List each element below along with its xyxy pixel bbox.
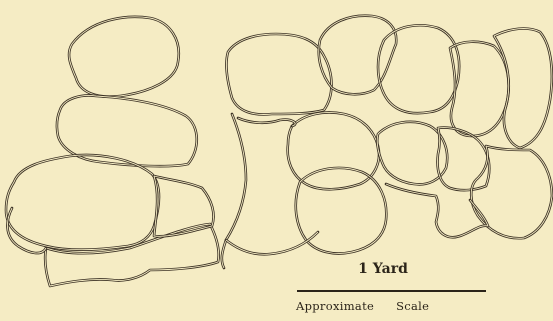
stone-outline xyxy=(386,184,488,237)
stone-outline-highlight xyxy=(378,25,459,113)
stone-outline xyxy=(288,113,379,190)
stone-outline xyxy=(494,29,552,148)
scale-caption-word-approximate: Approximate xyxy=(296,299,374,313)
scale-length-label: 1 Yard xyxy=(342,261,424,277)
stone-outline xyxy=(6,155,159,250)
stone-outline xyxy=(45,224,219,286)
stone-outline xyxy=(154,176,214,236)
stone-outline-highlight xyxy=(69,17,179,97)
stone-outline-highlight xyxy=(6,155,159,250)
stone-outline-highlight xyxy=(494,29,552,148)
scale-caption-word-scale: Scale xyxy=(396,299,429,313)
stone-outline xyxy=(226,34,331,114)
stone-outline xyxy=(438,128,490,191)
stone-outline-highlight xyxy=(438,128,490,191)
stone-outline xyxy=(69,17,179,97)
scale-caption: Approximate Scale xyxy=(296,299,429,313)
stone-outline xyxy=(378,25,459,113)
stone-outline-highlight xyxy=(45,224,219,286)
stone-outline-highlight xyxy=(377,122,447,185)
stone-outline xyxy=(471,146,552,238)
